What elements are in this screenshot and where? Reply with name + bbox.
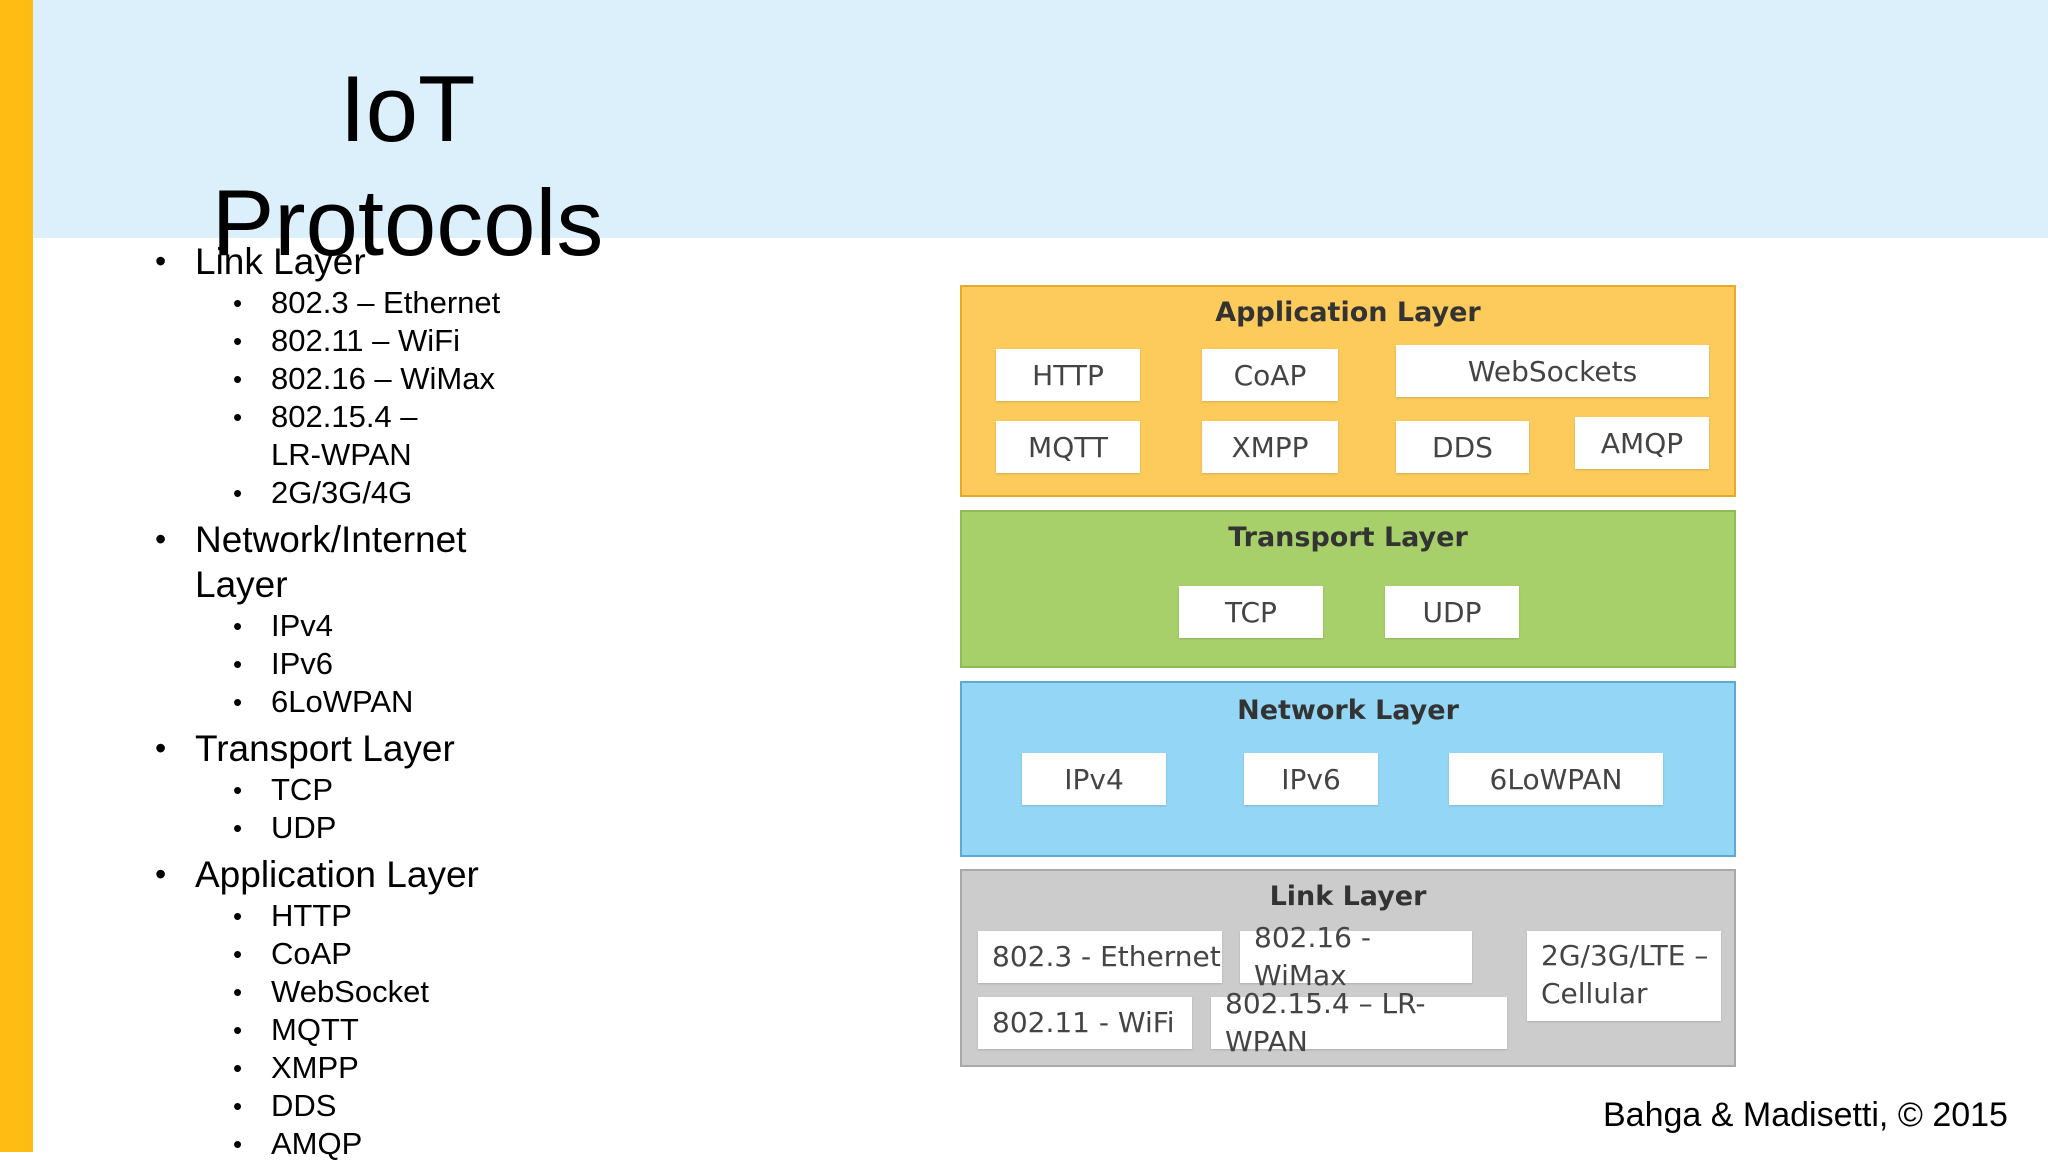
network-layer-box: Network Layer IPv4 IPv6 6LoWPAN xyxy=(960,681,1736,857)
protocol-chip-amqp: AMQP xyxy=(1575,417,1709,469)
sub-bullet: 802.15.4 – LR-WPAN xyxy=(155,398,471,474)
application-layer-box: Application Layer HTTP CoAP WebSockets M… xyxy=(960,285,1736,497)
sub-bullet: IPv4 xyxy=(155,607,595,645)
sub-bullet: UDP xyxy=(155,809,595,847)
protocol-chip-6lowpan: 6LoWPAN xyxy=(1449,753,1663,805)
sub-bullet: 802.3 – Ethernet xyxy=(155,284,595,322)
protocol-stack-diagram: Application Layer HTTP CoAP WebSockets M… xyxy=(960,285,1740,1067)
bullet-application-layer: Application Layer xyxy=(155,852,595,897)
sub-bullet: WebSocket xyxy=(155,973,595,1011)
sub-bullet: XMPP xyxy=(155,1049,595,1087)
citation: Bahga & Madisetti, © 2015 xyxy=(1603,1096,2008,1134)
protocol-chip-udp: UDP xyxy=(1385,586,1519,638)
link-layer-box: Link Layer 802.3 - Ethernet 802.16 - WiM… xyxy=(960,869,1736,1067)
bullet-list: Link Layer 802.3 – Ethernet 802.11 – WiF… xyxy=(155,234,595,1163)
protocol-chip-ipv6: IPv6 xyxy=(1244,753,1378,805)
protocol-chip-wifi: 802.11 - WiFi xyxy=(978,997,1192,1049)
protocol-chip-http: HTTP xyxy=(996,349,1140,401)
sidebar-stripe xyxy=(0,0,33,1152)
protocol-chip-coap: CoAP xyxy=(1202,349,1338,401)
sub-bullet: TCP xyxy=(155,771,595,809)
sub-bullet: AMQP xyxy=(155,1125,595,1163)
sub-bullet: 802.16 – WiMax xyxy=(155,360,595,398)
protocol-chip-dds: DDS xyxy=(1396,421,1529,473)
sub-bullet: 2G/3G/4G xyxy=(155,474,595,512)
bullet-link-layer: Link Layer xyxy=(155,239,595,284)
transport-layer-box: Transport Layer TCP UDP xyxy=(960,510,1736,668)
sub-bullet: 802.11 – WiFi xyxy=(155,322,595,360)
protocol-chip-cellular: 2G/3G/LTE – Cellular xyxy=(1527,931,1721,1021)
protocol-chip-wimax: 802.16 - WiMax xyxy=(1240,921,1472,992)
sub-bullet: IPv6 xyxy=(155,645,595,683)
protocol-chip-ethernet: 802.3 - Ethernet xyxy=(978,931,1222,983)
bullet-transport-layer: Transport Layer xyxy=(155,726,595,771)
protocol-chip-websockets: WebSockets xyxy=(1396,345,1709,397)
network-layer-title: Network Layer xyxy=(1237,695,1459,726)
protocol-chip-ipv4: IPv4 xyxy=(1022,753,1166,805)
sub-bullet: CoAP xyxy=(155,935,595,973)
protocol-chip-lr-wpan: 802.15.4 – LR-WPAN xyxy=(1211,987,1507,1058)
sub-bullet: DDS xyxy=(155,1087,595,1125)
protocol-chip-tcp: TCP xyxy=(1179,586,1323,638)
header-band xyxy=(33,0,2048,238)
sub-bullet: 6LoWPAN xyxy=(155,683,595,721)
protocol-chip-xmpp: XMPP xyxy=(1202,421,1338,473)
transport-layer-title: Transport Layer xyxy=(1228,522,1468,553)
protocol-chip-mqtt: MQTT xyxy=(996,421,1140,473)
sub-bullet: MQTT xyxy=(155,1011,595,1049)
application-layer-title: Application Layer xyxy=(1215,297,1481,328)
link-layer-title: Link Layer xyxy=(1269,881,1427,912)
bullet-network-layer: Network/Internet Layer xyxy=(155,517,515,607)
sub-bullet: HTTP xyxy=(155,897,595,935)
